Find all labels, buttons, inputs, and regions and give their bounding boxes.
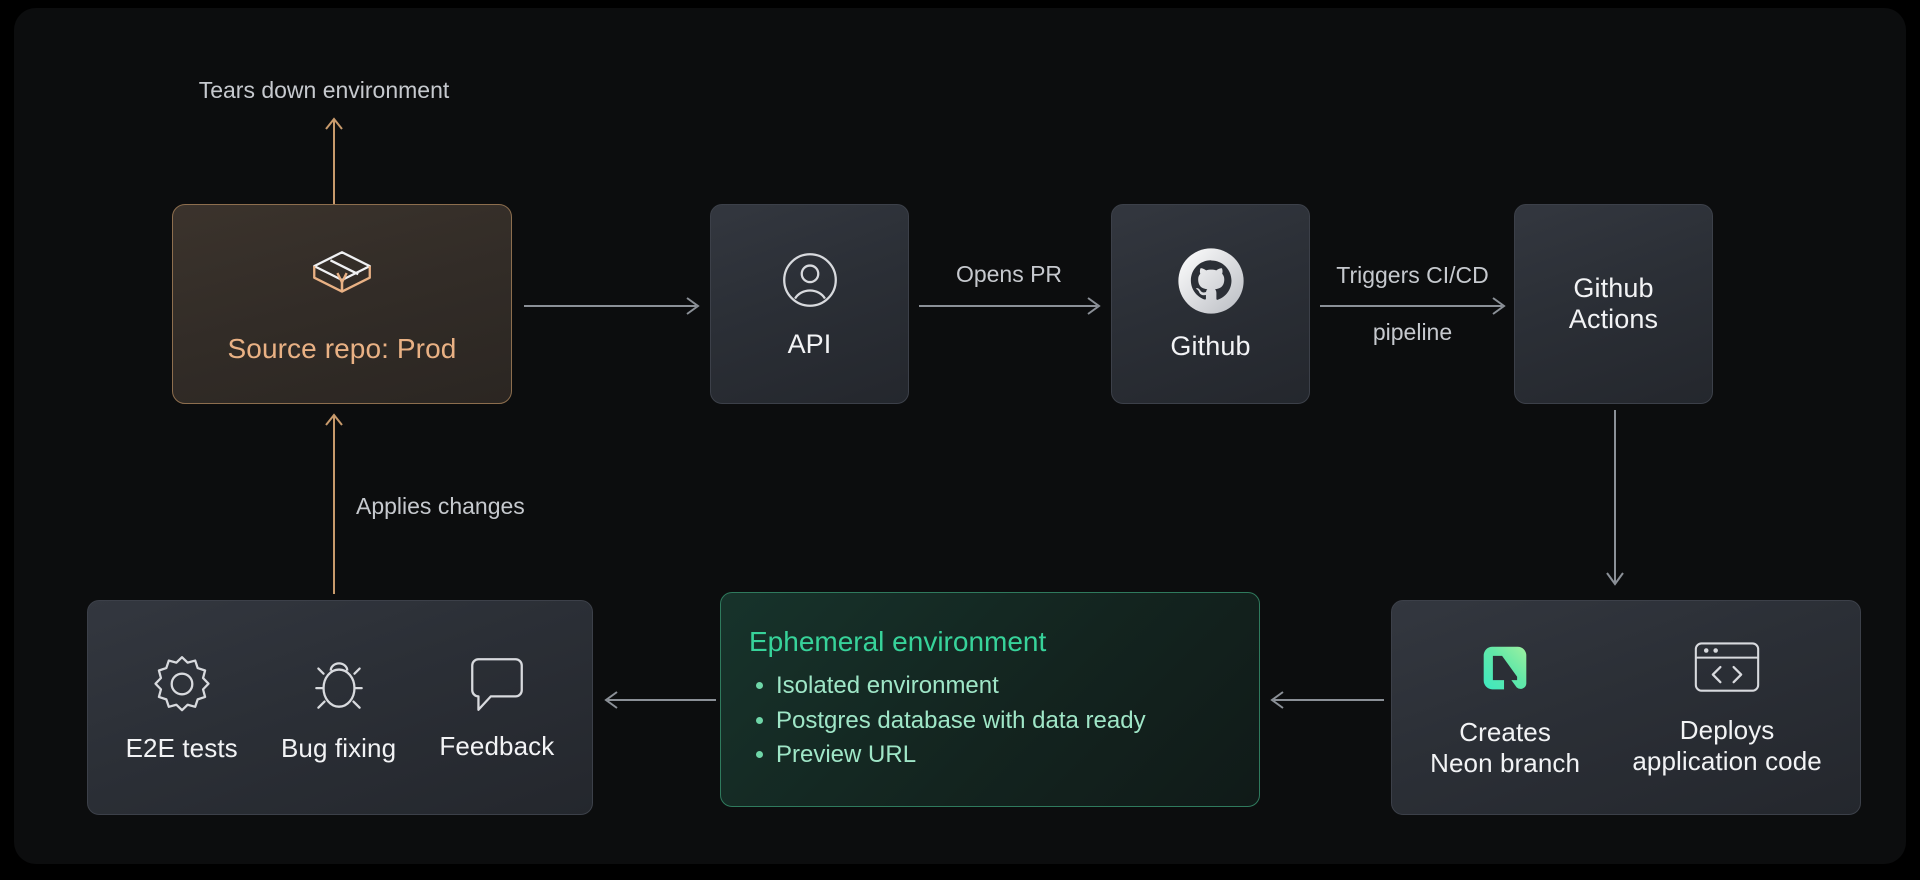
arrow-github-actions-to-outputs [1606, 410, 1624, 586]
edge-label-triggers-line1: Triggers CI/CD [1336, 261, 1489, 288]
output-label-line2: application code [1632, 745, 1822, 776]
arrow-source-repo-to-api [524, 297, 700, 315]
node-source-repo-label: Source repo: Prod [227, 332, 457, 364]
ephemeral-heading: Ephemeral environment [749, 625, 1047, 657]
list-item: Postgres database with data ready [749, 704, 1146, 739]
arrow-ephemeral-to-feedback-loop [604, 691, 716, 709]
edge-label-triggers-cicd: Triggers CI/CD pipeline [1310, 232, 1515, 376]
arrow-outputs-to-ephemeral [1270, 691, 1384, 709]
code-window-icon [1693, 639, 1761, 697]
node-ephemeral-environment[interactable]: Ephemeral environment Isolated environme… [720, 592, 1260, 807]
edge-label-opens-pr: Opens PR [955, 261, 1063, 287]
feedback-item-bug-fixing[interactable]: Bug fixing [281, 651, 396, 763]
output-item-creates-neon-branch-label: Creates Neon branch [1430, 717, 1580, 777]
output-item-deploys-application-code[interactable]: Deploys application code [1632, 639, 1822, 776]
edge-label-tears-down: Tears down environment [198, 77, 450, 103]
edge-label-applies-changes: Applies changes [356, 493, 525, 519]
output-label-line2: Neon branch [1430, 747, 1581, 778]
github-octocat-icon [1175, 245, 1247, 317]
node-github-actions-label-line1: Github [1573, 272, 1654, 303]
arrow-ephemeral-to-source-repo [325, 117, 343, 204]
output-item-creates-neon-branch[interactable]: Creates Neon branch [1430, 637, 1580, 778]
node-api-label: API [787, 329, 832, 360]
feedback-item-feedback[interactable]: Feedback [439, 653, 554, 761]
neon-logo-icon [1474, 637, 1536, 699]
arrow-github-to-github-actions [1320, 297, 1506, 315]
output-label-line1: Creates [1459, 717, 1551, 748]
output-label-line1: Deploys [1679, 715, 1775, 746]
list-item: Isolated environment [749, 669, 1146, 704]
output-item-deploys-application-code-label: Deploys application code [1632, 715, 1822, 775]
arrow-feedback-loop-to-source-repo [325, 413, 343, 594]
edge-label-triggers-line2: pipeline [1372, 319, 1453, 346]
list-item: Preview URL [749, 738, 1146, 773]
feedback-item-feedback-label: Feedback [439, 731, 555, 762]
node-github-actions-label-line2: Actions [1568, 304, 1659, 334]
node-github-label: Github [1170, 331, 1251, 362]
node-actions-output[interactable]: Creates Neon branch Deploys application … [1391, 600, 1861, 815]
arrow-api-to-github [919, 297, 1101, 315]
node-github[interactable]: Github [1111, 204, 1310, 404]
feedback-item-bug-fixing-label: Bug fixing [280, 733, 397, 764]
feedback-item-e2e-tests-label: E2E tests [125, 733, 238, 764]
speech-bubble-icon [464, 653, 530, 715]
node-feedback-loop[interactable]: E2E tests Bug fixing Feedback [87, 600, 593, 815]
feedback-item-e2e-tests[interactable]: E2E tests [126, 651, 238, 763]
bug-icon [306, 651, 372, 717]
gear-icon [149, 651, 215, 717]
diagram-canvas: Tears down environment Source repo: Prod [14, 8, 1906, 864]
user-circle-icon [777, 247, 843, 313]
ephemeral-bullet-list: Isolated environment Postgres database w… [749, 669, 1146, 773]
node-api[interactable]: API [710, 204, 909, 404]
node-github-actions[interactable]: Github Actions [1514, 204, 1713, 404]
package-box-icon [305, 243, 379, 317]
node-source-repo[interactable]: Source repo: Prod [172, 204, 512, 404]
node-github-actions-label: Github Actions [1569, 273, 1658, 336]
